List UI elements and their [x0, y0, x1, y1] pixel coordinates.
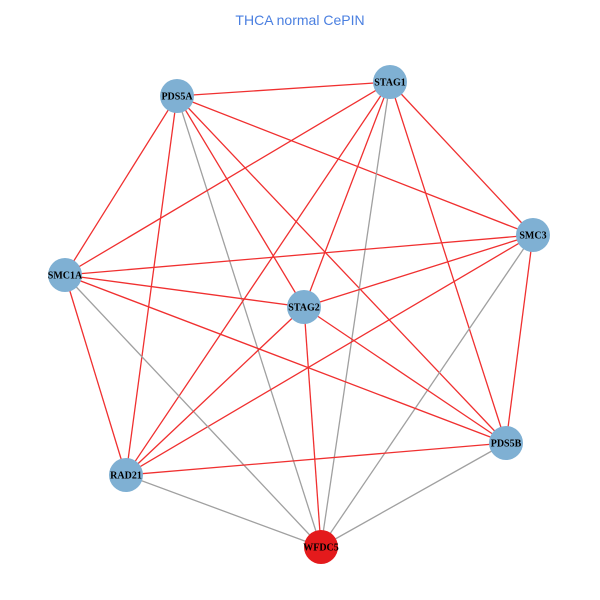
node-smc1a[interactable]: SMC1A	[48, 258, 83, 292]
edge-pds5a-stag2	[176, 95, 305, 308]
node-label: STAG1	[374, 78, 406, 89]
node-pds5a[interactable]: PDS5A	[160, 79, 194, 113]
edge-smc3-wfdc5	[320, 234, 534, 548]
graph-title: THCA normal CePIN	[235, 12, 365, 28]
node-stag1[interactable]: STAG1	[373, 65, 407, 99]
node-circle[interactable]	[304, 530, 338, 564]
node-circle[interactable]	[489, 426, 523, 460]
edge-stag1-rad21	[125, 81, 391, 476]
edge-pds5a-smc3	[176, 95, 534, 236]
node-label: SMC3	[519, 231, 546, 242]
edge-smc1a-stag2	[64, 274, 305, 308]
node-circle[interactable]	[516, 218, 550, 252]
node-circle[interactable]	[160, 79, 194, 113]
edge-pds5a-rad21	[125, 95, 178, 476]
edge-pds5b-wfdc5	[320, 442, 507, 548]
edges-layer	[64, 81, 534, 548]
node-circle[interactable]	[287, 290, 321, 324]
node-smc3[interactable]: SMC3	[516, 218, 550, 252]
node-label: SMC1A	[48, 271, 83, 282]
edge-stag1-stag2	[303, 81, 391, 308]
edge-smc3-rad21	[125, 234, 534, 476]
edge-stag1-smc3	[389, 81, 534, 236]
edge-smc3-stag2	[303, 234, 534, 308]
edge-pds5b-rad21	[125, 442, 507, 476]
edge-pds5a-smc1a	[64, 95, 178, 276]
node-circle[interactable]	[109, 458, 143, 492]
node-rad21[interactable]: RAD21	[109, 458, 143, 492]
edge-stag2-rad21	[125, 306, 305, 476]
edge-stag2-wfdc5	[303, 306, 322, 548]
edge-pds5a-wfdc5	[176, 95, 322, 548]
edge-stag1-smc1a	[64, 81, 391, 276]
node-circle[interactable]	[48, 258, 82, 292]
node-label: WFDC5	[303, 543, 339, 554]
node-wfdc5[interactable]: WFDC5	[303, 530, 339, 564]
node-stag2[interactable]: STAG2	[287, 290, 321, 324]
node-circle[interactable]	[373, 65, 407, 99]
edge-rad21-wfdc5	[125, 474, 322, 548]
node-label: RAD21	[110, 471, 142, 482]
node-pds5b[interactable]: PDS5B	[489, 426, 523, 460]
edge-stag2-pds5b	[303, 306, 507, 444]
edge-smc1a-rad21	[64, 274, 127, 476]
edge-smc1a-pds5b	[64, 274, 507, 444]
edge-pds5a-stag1	[176, 81, 391, 97]
edge-pds5a-pds5b	[176, 95, 507, 444]
edge-smc3-pds5b	[505, 234, 534, 444]
edge-smc3-smc1a	[64, 234, 534, 276]
edge-stag1-wfdc5	[320, 81, 391, 548]
node-label: STAG2	[288, 303, 320, 314]
node-label: PDS5B	[491, 439, 522, 450]
node-label: PDS5A	[161, 92, 193, 103]
edge-stag1-pds5b	[389, 81, 507, 444]
